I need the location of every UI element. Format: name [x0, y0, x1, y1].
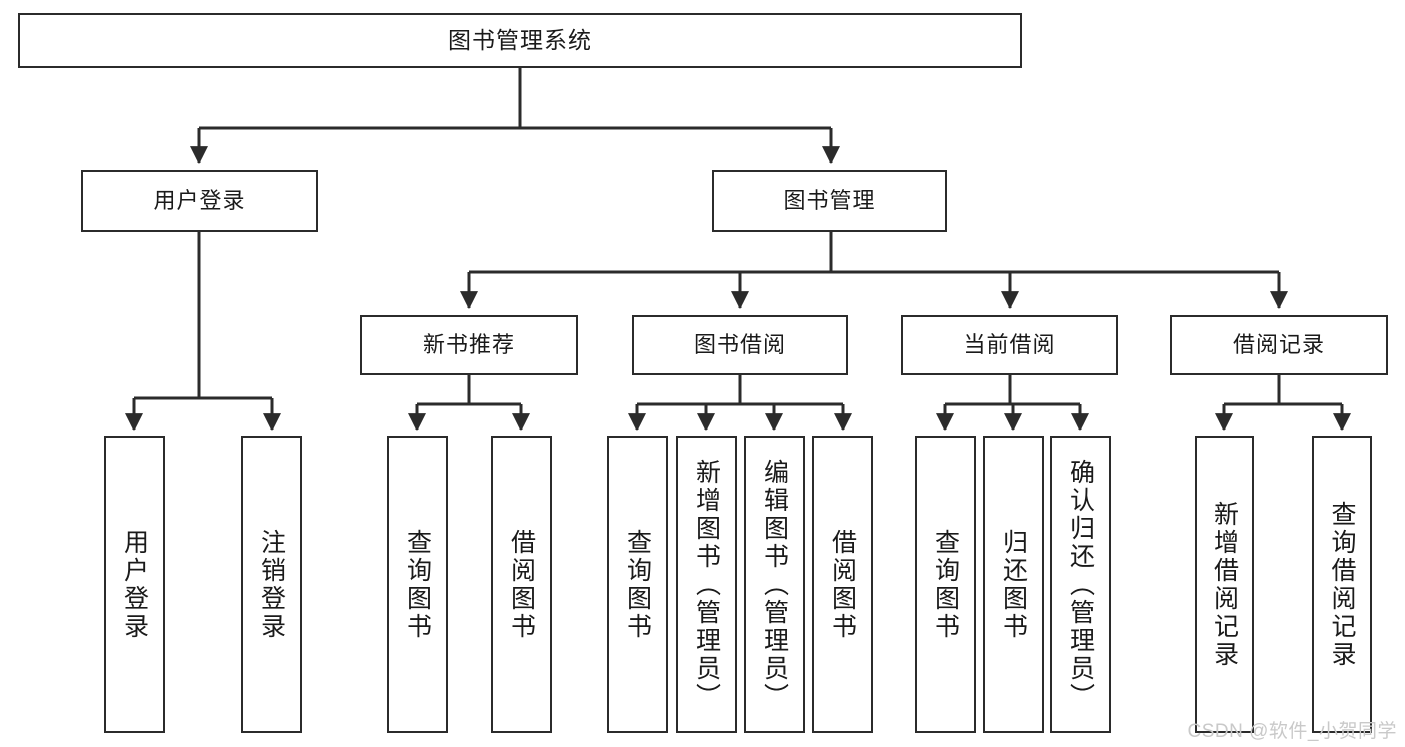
node-book-management[interactable]: 图书管理: [712, 170, 947, 232]
node-label: 图书借阅: [693, 332, 786, 358]
leaf-add-book-admin[interactable]: 新增图书（管理员）: [676, 436, 737, 733]
node-label: 查询图书: [403, 528, 432, 641]
leaf-query-borrow-record[interactable]: 查询借阅记录: [1312, 436, 1372, 733]
leaf-query-book-current[interactable]: 查询图书: [915, 436, 976, 733]
node-label: 借阅图书: [828, 528, 857, 641]
node-label: 当前借阅: [963, 332, 1056, 358]
leaf-borrow-book-recommend[interactable]: 借阅图书: [491, 436, 552, 733]
leaf-add-borrow-record[interactable]: 新增借阅记录: [1195, 436, 1254, 733]
leaf-borrow-book[interactable]: 借阅图书: [812, 436, 873, 733]
node-label: 用户登录: [120, 528, 149, 641]
node-label: 查询图书: [623, 528, 652, 641]
node-label: 新书推荐: [422, 332, 515, 358]
leaf-edit-book-admin[interactable]: 编辑图书（管理员）: [744, 436, 805, 733]
leaf-query-book-recommend[interactable]: 查询图书: [387, 436, 448, 733]
leaf-return-book[interactable]: 归还图书: [983, 436, 1044, 733]
node-label: 编辑图书（管理员）: [760, 458, 789, 711]
node-user-login[interactable]: 用户登录: [81, 170, 318, 232]
node-current-borrow[interactable]: 当前借阅: [901, 315, 1118, 375]
node-label: 借阅记录: [1232, 332, 1325, 358]
node-label: 查询图书: [931, 528, 960, 641]
node-label: 新增借阅记录: [1210, 500, 1239, 669]
node-label: 借阅图书: [507, 528, 536, 641]
node-root-system[interactable]: 图书管理系统: [18, 13, 1022, 68]
node-book-borrow[interactable]: 图书借阅: [632, 315, 848, 375]
leaf-query-book-borrow[interactable]: 查询图书: [607, 436, 668, 733]
node-label: 查询借阅记录: [1328, 500, 1356, 669]
node-label: 图书管理系统: [448, 26, 592, 53]
node-label: 归还图书: [999, 528, 1028, 641]
node-label: 新增图书（管理员）: [692, 458, 721, 711]
node-label: 图书管理: [783, 188, 876, 214]
node-label: 注销登录: [257, 528, 286, 641]
node-label: 确认归还（管理员）: [1066, 458, 1095, 711]
node-borrow-record[interactable]: 借阅记录: [1170, 315, 1388, 375]
leaf-logout[interactable]: 注销登录: [241, 436, 302, 733]
leaf-confirm-return-admin[interactable]: 确认归还（管理员）: [1050, 436, 1111, 733]
node-label: 用户登录: [153, 188, 246, 214]
node-new-book-recommend[interactable]: 新书推荐: [360, 315, 578, 375]
leaf-user-login[interactable]: 用户登录: [104, 436, 165, 733]
